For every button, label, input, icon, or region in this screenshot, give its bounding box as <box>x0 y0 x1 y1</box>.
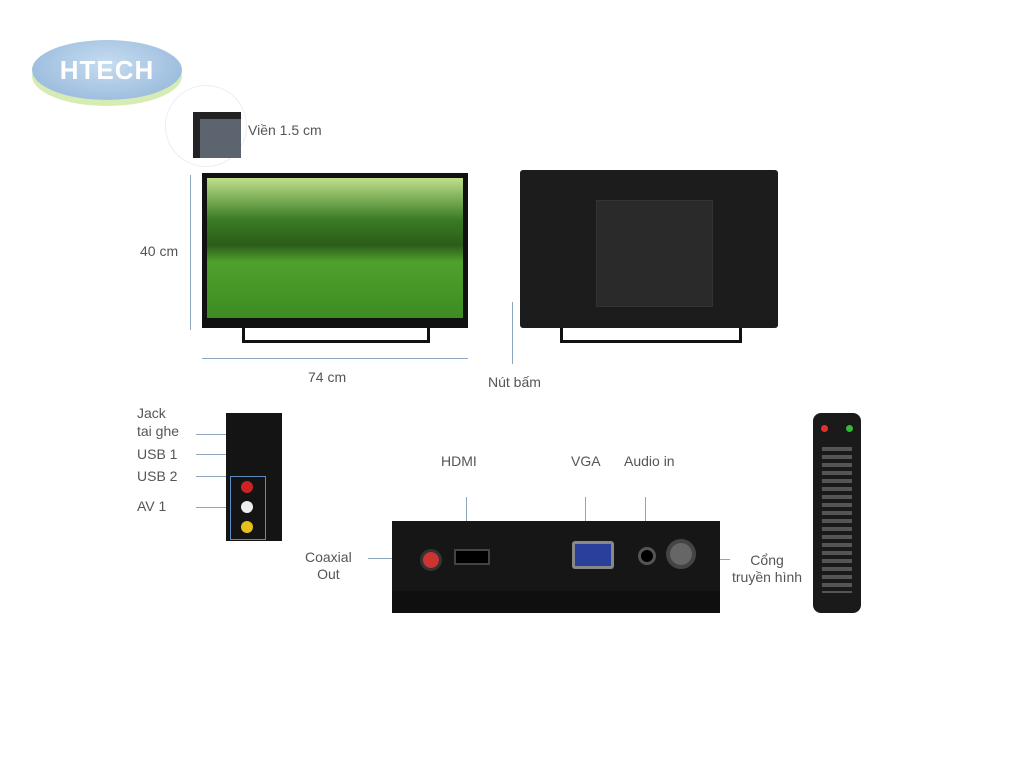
rear-ports-image <box>392 521 720 613</box>
logo-text: HTECH <box>59 54 155 85</box>
audio-in-label: Audio in <box>624 453 675 469</box>
remote-control-image <box>813 413 861 613</box>
tv-back-stand <box>560 328 742 343</box>
tv-front-image <box>202 173 468 328</box>
width-label: 74 cm <box>308 369 347 385</box>
tv-port-line1: Cổng <box>750 552 784 568</box>
hdmi-label: HDMI <box>441 453 477 469</box>
height-label: 40 cm <box>140 243 179 259</box>
coaxial-line1: Coaxial <box>305 549 352 565</box>
bezel-circle <box>165 85 247 167</box>
jack-label-line1: Jack <box>137 405 166 421</box>
coaxial-line2: Out <box>317 566 340 582</box>
htech-logo: HTECH <box>32 40 182 100</box>
usb2-pointer <box>196 476 230 477</box>
usb1-label: USB 1 <box>137 446 178 462</box>
audio-pointer <box>645 497 646 537</box>
bezel-corner-image <box>193 112 241 158</box>
jack-label-line2: tai ghe <box>137 423 180 439</box>
vga-label: VGA <box>571 453 601 469</box>
vga-pointer <box>585 497 586 537</box>
width-dimension-line <box>202 358 468 359</box>
av1-pointer <box>196 507 230 508</box>
tv-stand <box>242 328 430 343</box>
button-label: Nút bấm <box>488 374 541 390</box>
bezel-label: Viền 1.5 cm <box>248 122 322 138</box>
jack-pointer <box>196 434 232 435</box>
side-ports-image <box>226 413 282 541</box>
tv-back-image <box>520 170 778 328</box>
button-pointer-line <box>512 302 513 364</box>
height-dimension-line <box>190 175 191 330</box>
usb1-pointer <box>196 454 230 455</box>
jack-label: Jack tai ghe <box>137 404 179 440</box>
usb2-label: USB 2 <box>137 468 178 484</box>
av1-label: AV 1 <box>137 498 167 514</box>
tv-port-line2: truyền hình <box>732 569 803 585</box>
